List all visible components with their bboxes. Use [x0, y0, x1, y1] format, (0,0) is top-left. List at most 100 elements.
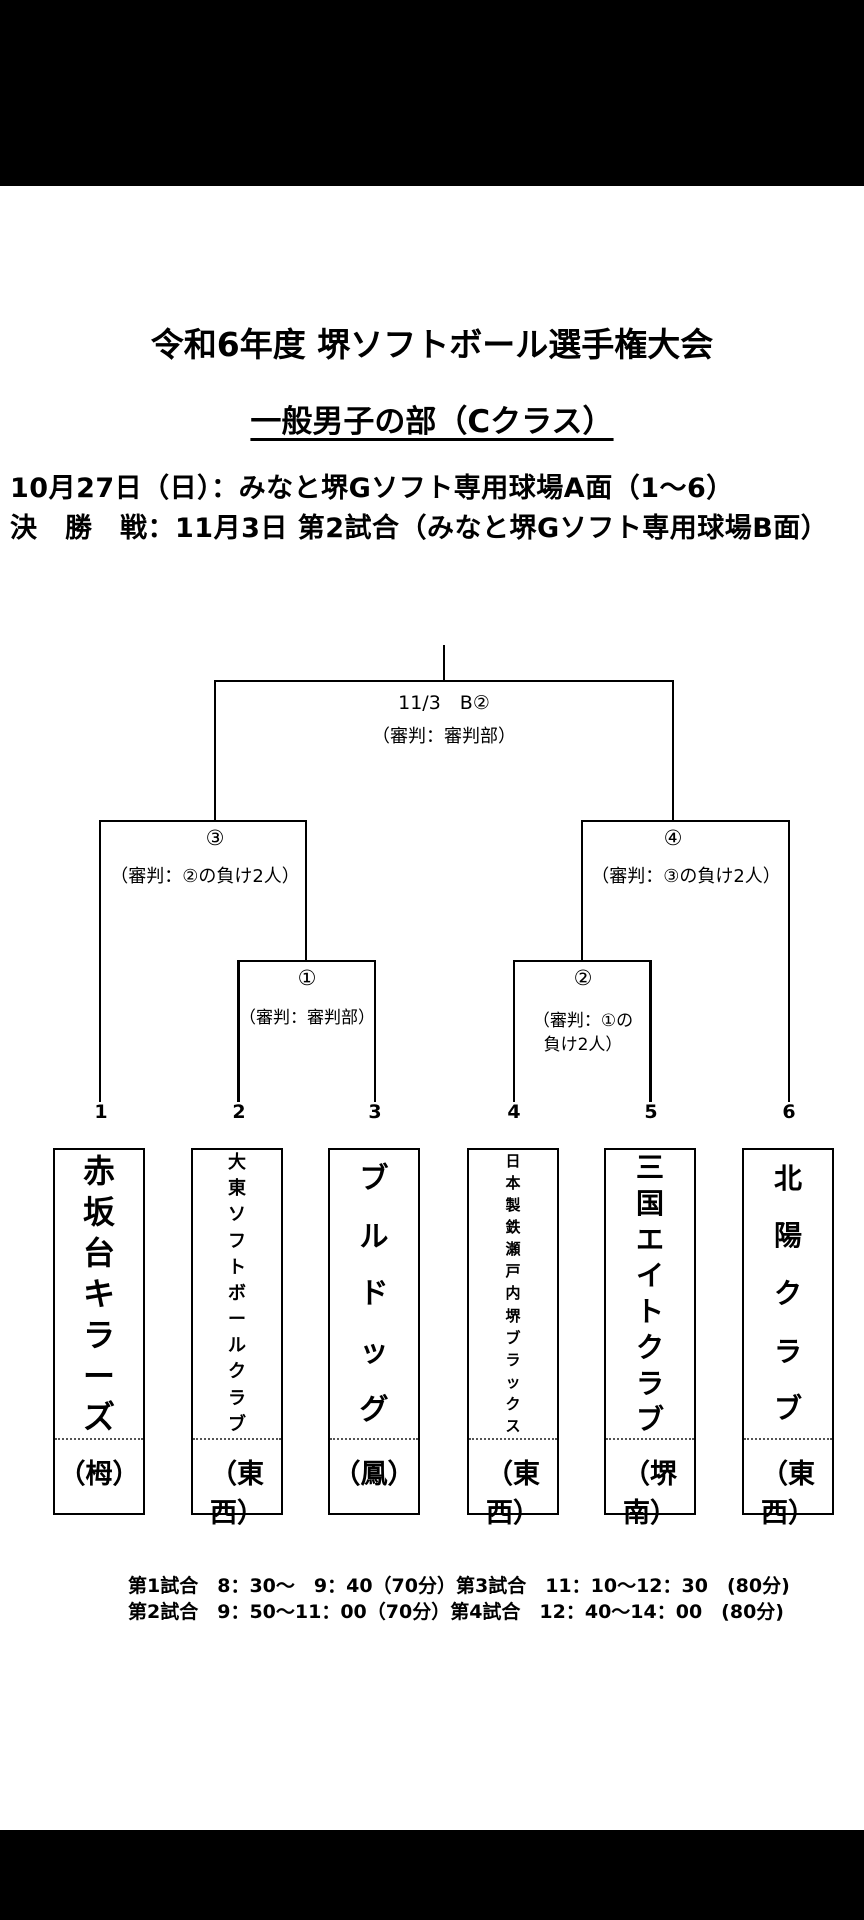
team-name-char: ト [228, 1256, 246, 1278]
team-name-char: ッ [359, 1334, 389, 1369]
team-name-char: ク [773, 1276, 802, 1310]
page-subtitle: 一般男子の部（Cクラス） [0, 396, 864, 441]
team-box: 日本製鉄瀬戸内堺ブラックス （東西） [467, 1148, 559, 1529]
team-name-char: 戸 [505, 1262, 521, 1281]
match2-referee-line1: （審判：①の [532, 1011, 634, 1031]
status-bar-black [0, 0, 864, 186]
team-club: （東西） [210, 1459, 264, 1529]
team-name: 北陽クラブ [744, 1150, 832, 1438]
team-name: ブルドッグ [330, 1150, 418, 1438]
team-box: 北陽クラブ （東西） [742, 1148, 834, 1529]
team-name-char: ラ [82, 1316, 115, 1355]
nav-bar-black [0, 1830, 864, 1920]
team-name-char: 東 [228, 1178, 246, 1200]
team-box: 赤坂台キラーズ （栂） [53, 1148, 145, 1515]
team-name-char: ト [635, 1295, 664, 1328]
match1-label: ① [297, 966, 317, 990]
team-name-char: ソ [228, 1204, 246, 1226]
bracket-line [237, 960, 376, 962]
team-name-char: ー [228, 1309, 246, 1331]
team-number: 5 [644, 1101, 658, 1123]
bracket-line [305, 820, 307, 961]
team-name-char: ブ [359, 1161, 389, 1196]
team-name-char: ブ [773, 1392, 802, 1426]
page-title: 令和6年度 堺ソフトボール選手権大会 [150, 325, 714, 364]
team-name-char: ラ [773, 1334, 802, 1368]
team-name-char: 台 [82, 1233, 115, 1272]
team-box: 大東ソフトボールクラブ （東西） [191, 1148, 283, 1529]
final-referee: （審判：審判部） [372, 726, 516, 747]
team-club: （堺南） [623, 1459, 677, 1529]
team-name-char: 赤 [82, 1151, 115, 1190]
subtitle-text: 一般男子の部（Cクラス） [250, 404, 614, 440]
team-name-char: ブ [228, 1413, 246, 1435]
bracket-line [649, 960, 652, 1102]
team-name-char: エ [635, 1223, 664, 1256]
bracket-line [443, 645, 445, 681]
info-line-final: 決 勝 戦：11月3日 第2試合（みなと堺Gソフト専用球場B面） [10, 513, 829, 544]
bracket-line [237, 960, 240, 1102]
team-name-char: ラ [635, 1367, 664, 1400]
schedule-line-2: 第2試合 9：50～11：00（70分）第4試合 12：40～14：00 (80… [128, 1601, 784, 1623]
match4-label: ④ [663, 826, 683, 850]
team-divider [55, 1438, 143, 1440]
team-name-char: ル [359, 1218, 389, 1253]
bracket-line [214, 680, 216, 821]
team-name-char: キ [82, 1274, 115, 1313]
team-name: 三国エイトクラブ [606, 1150, 694, 1438]
team-number: 6 [782, 1101, 796, 1123]
team-name-char: 三 [635, 1151, 664, 1184]
team-name: 日本製鉄瀬戸内堺ブラックス [469, 1150, 557, 1438]
team-name-char: ス [505, 1417, 521, 1436]
team-box: 三国エイトクラブ （堺南） [604, 1148, 696, 1529]
bracket-line [99, 820, 307, 822]
team-name-char: ブ [505, 1328, 521, 1347]
team-number: 4 [507, 1101, 521, 1123]
team-name-char: ッ [505, 1372, 521, 1391]
team-club: （鳳） [333, 1459, 415, 1490]
team-name-char: ク [635, 1331, 664, 1364]
team-name-char: 大 [228, 1152, 246, 1174]
match4-referee: （審判：③の負け2人） [591, 866, 781, 887]
team-name-char: フ [228, 1230, 246, 1252]
team-name-char: 鉄 [505, 1217, 521, 1236]
match2-label: ② [573, 966, 593, 990]
team-box: ブルドッグ （鳳） [328, 1148, 420, 1515]
team-number: 3 [368, 1101, 382, 1123]
team-name-char: ク [228, 1361, 246, 1383]
team-number: 1 [94, 1101, 108, 1123]
team-name-char: 国 [635, 1187, 664, 1220]
team-name-char: グ [359, 1391, 389, 1426]
team-divider [606, 1438, 694, 1440]
team-name-char: 陽 [773, 1219, 802, 1253]
team-name-char: ズ [82, 1398, 115, 1437]
team-name-char: 内 [505, 1284, 521, 1303]
bracket-line [374, 960, 376, 1102]
team-club: （東西） [761, 1459, 815, 1529]
team-name-char: 北 [773, 1161, 802, 1195]
team-divider [193, 1438, 281, 1440]
bracket-line [513, 960, 652, 962]
team-name-char: 瀬 [505, 1240, 521, 1259]
team-name-char: ー [82, 1357, 115, 1396]
bracket-line [581, 820, 790, 822]
bracket-line [99, 820, 101, 1102]
team-name: 大東ソフトボールクラブ [193, 1150, 281, 1438]
team-name-char: 日 [505, 1151, 521, 1170]
bracket-line [581, 820, 583, 961]
team-name-char: 堺 [505, 1306, 521, 1325]
match3-label: ③ [205, 826, 225, 850]
schedule-line-1: 第1試合 8：30～ 9：40（70分）第3試合 11：10～12：30 (80… [128, 1575, 790, 1597]
team-name-char: 坂 [82, 1192, 115, 1231]
team-name: 赤坂台キラーズ [55, 1150, 143, 1438]
team-divider [469, 1438, 557, 1440]
team-name-char: ル [228, 1335, 246, 1357]
bracket-line [788, 820, 790, 1102]
team-number: 2 [232, 1101, 246, 1123]
bracket-line [214, 680, 673, 682]
bracket-line [513, 960, 515, 1102]
final-match-label: 11/3 B② [398, 692, 490, 714]
team-name-char: ボ [228, 1282, 246, 1304]
bracket-line [672, 680, 674, 821]
team-name-char: 製 [505, 1195, 521, 1214]
